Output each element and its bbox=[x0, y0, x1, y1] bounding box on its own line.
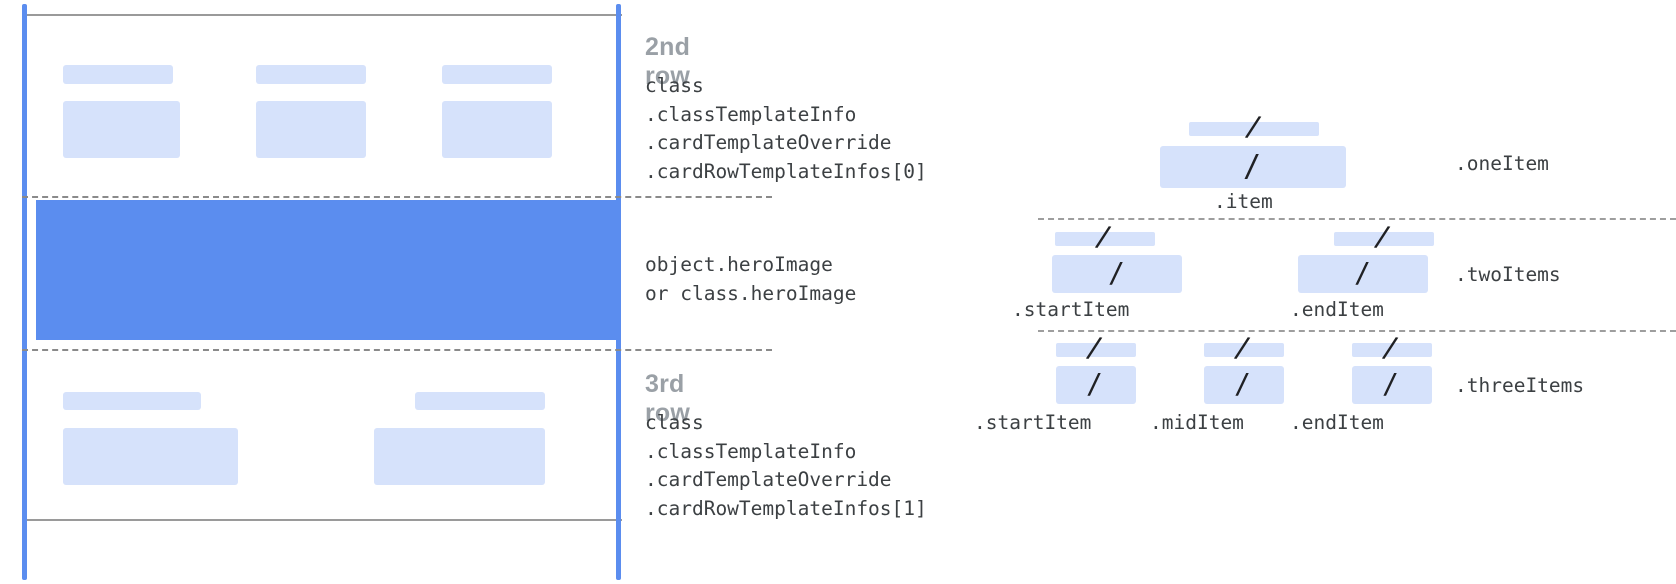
hero-image-code: object.heroImage or class.heroImage bbox=[645, 253, 857, 305]
oneitem-box bbox=[1160, 146, 1346, 188]
card-structure-diagram: 2nd row class .classTemplateInfo .cardTe… bbox=[0, 0, 927, 584]
card-bottom-border bbox=[22, 519, 622, 521]
hero-bottom-separator bbox=[22, 349, 772, 351]
threeitems-mid-label: .midItem bbox=[1150, 411, 1244, 434]
twoitems-start-label: .startItem bbox=[1012, 298, 1130, 321]
hero-top-separator bbox=[22, 196, 772, 198]
oneitem-chip-label bbox=[1189, 122, 1319, 136]
threeitems-mid-box-slash: / bbox=[1234, 367, 1251, 400]
third-row-title: 3rd row bbox=[645, 370, 691, 427]
oneitem-chip-slash: / bbox=[1242, 108, 1265, 145]
twoitems-end-chip bbox=[1334, 232, 1434, 246]
twoitems-end-label: .endItem bbox=[1290, 298, 1384, 321]
third-row-block bbox=[27, 352, 616, 519]
row2-chip-label-2 bbox=[256, 65, 366, 84]
row2-chip-value-2 bbox=[256, 101, 366, 158]
threeitems-end-chip bbox=[1352, 343, 1432, 357]
twoitems-separator bbox=[1038, 330, 1676, 332]
threeitems-start-label: .startItem bbox=[974, 411, 1092, 434]
oneitem-sub-label: .item bbox=[1214, 190, 1273, 213]
twoitems-name-label: .twoItems bbox=[1455, 263, 1561, 286]
oneitem-box-slash: / bbox=[1243, 149, 1262, 184]
threeitems-end-label: .endItem bbox=[1290, 411, 1384, 434]
card-top-border bbox=[22, 14, 622, 16]
twoitems-end-chip-slash: / bbox=[1371, 218, 1394, 255]
row2-chip-label-1 bbox=[63, 65, 173, 84]
twoitems-start-chip bbox=[1055, 232, 1155, 246]
threeitems-end-box-slash: / bbox=[1382, 367, 1399, 400]
hero-image-band bbox=[36, 200, 616, 340]
threeitems-mid-chip bbox=[1204, 343, 1284, 357]
threeitems-start-box bbox=[1056, 366, 1136, 404]
second-row-block bbox=[27, 16, 616, 196]
card-left-edge bbox=[22, 4, 27, 580]
row3-chip-value-2 bbox=[374, 428, 545, 485]
card-right-edge bbox=[616, 4, 621, 580]
threeitems-start-chip bbox=[1056, 343, 1136, 357]
second-row-code: class .classTemplateInfo .cardTemplateOv… bbox=[645, 74, 927, 183]
threeitems-mid-box bbox=[1204, 366, 1284, 404]
row2-chip-value-1 bbox=[63, 101, 180, 158]
row3-chip-value-1 bbox=[63, 428, 238, 485]
threeitems-start-chip-slash: / bbox=[1083, 329, 1106, 366]
item-layout-diagram: / / .item .oneItem / / .startItem / / .e… bbox=[960, 0, 1676, 584]
row2-chip-label-3 bbox=[442, 65, 552, 84]
row3-chip-label-1 bbox=[63, 392, 201, 410]
second-row-title: 2nd row bbox=[645, 33, 691, 90]
twoitems-start-box bbox=[1052, 255, 1182, 293]
threeitems-name-label: .threeItems bbox=[1455, 374, 1585, 397]
twoitems-start-chip-slash: / bbox=[1092, 218, 1115, 255]
threeitems-end-chip-slash: / bbox=[1379, 329, 1402, 366]
threeitems-mid-chip-slash: / bbox=[1231, 329, 1254, 366]
row3-chip-label-2 bbox=[415, 392, 545, 410]
threeitems-end-box bbox=[1352, 366, 1432, 404]
twoitems-end-box-slash: / bbox=[1354, 256, 1371, 289]
third-row-code: class .classTemplateInfo .cardTemplateOv… bbox=[645, 411, 927, 520]
twoitems-end-box bbox=[1298, 255, 1428, 293]
oneitem-name-label: .oneItem bbox=[1455, 152, 1549, 175]
twoitems-start-box-slash: / bbox=[1108, 256, 1125, 289]
row2-chip-value-3 bbox=[442, 101, 552, 158]
oneitem-separator bbox=[1038, 218, 1676, 220]
threeitems-start-box-slash: / bbox=[1086, 367, 1103, 400]
